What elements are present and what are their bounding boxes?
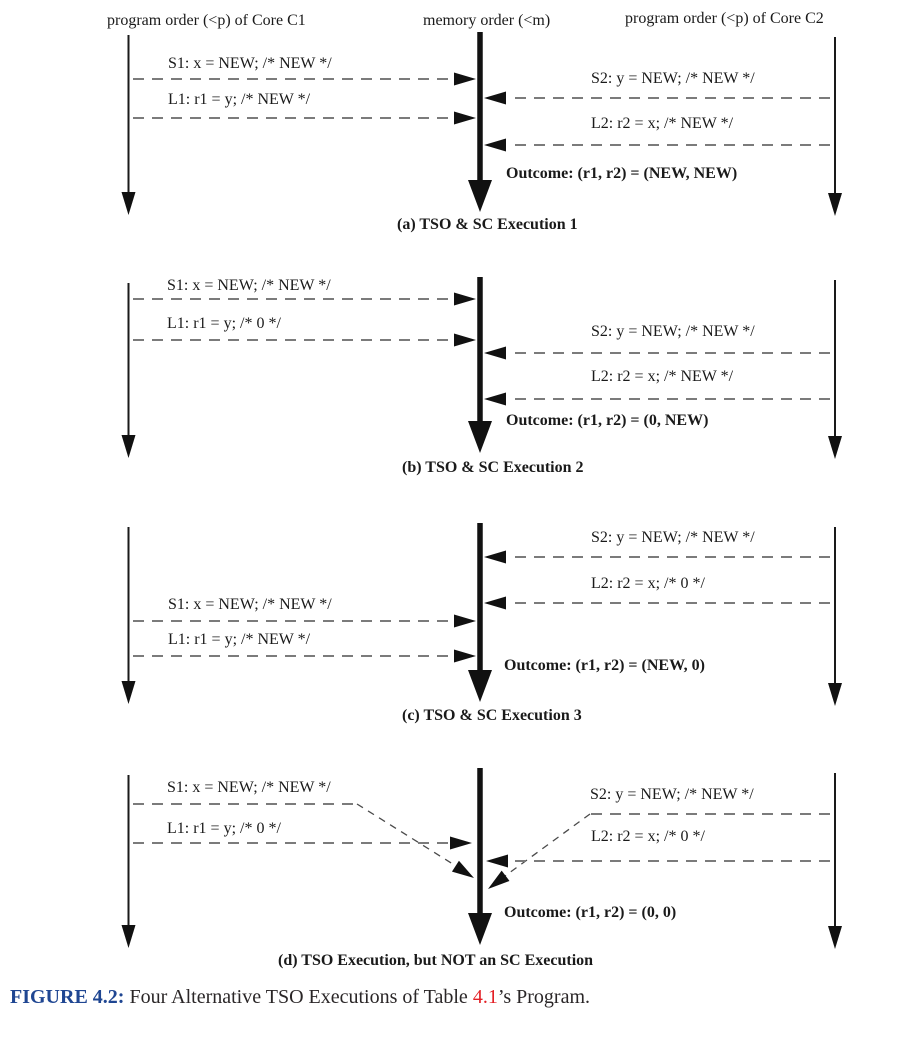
panel-c-program-order-arrow-c2 xyxy=(828,527,842,706)
panel-d-outcome: Outcome: (r1, r2) = (0, 0) xyxy=(504,904,677,921)
panel-d-op-label-s1: S1: x = NEW; /* NEW */ xyxy=(167,779,331,796)
panel-d-program-order-arrow-c1 xyxy=(121,775,136,948)
panel-d-l1-arrow xyxy=(133,836,472,850)
l1-arrowhead-icon xyxy=(454,333,476,347)
panel-d-program-order-arrow-c2 xyxy=(828,773,842,949)
s2-arrowhead-icon xyxy=(488,870,510,889)
panel-b-op-label-l2: L2: r2 = x; /* NEW */ xyxy=(591,368,734,385)
panel-c-op-label-s2: S2: y = NEW; /* NEW */ xyxy=(591,529,755,546)
s2-dash-diagonal xyxy=(504,813,591,877)
panel-c-outcome: Outcome: (r1, r2) = (NEW, 0) xyxy=(504,657,705,674)
memory-timeline-arrowhead-icon xyxy=(468,670,492,702)
l1-arrowhead-icon xyxy=(450,836,472,850)
s1-arrowhead-icon xyxy=(454,72,476,86)
l2-arrowhead-icon xyxy=(484,138,506,152)
panel-c-memory-order-arrow xyxy=(468,523,492,702)
panel-b-program-order-arrow-c2 xyxy=(828,280,842,459)
panel-c-op-label-s1: S1: x = NEW; /* NEW */ xyxy=(168,596,332,613)
s1-arrowhead-icon xyxy=(454,292,476,306)
panel-a-op-label-l2: L2: r2 = x; /* NEW */ xyxy=(591,115,734,132)
s2-arrowhead-icon xyxy=(484,346,506,360)
panel-c-op-label-l1: L1: r1 = y; /* NEW */ xyxy=(168,631,311,648)
panel-a-s2-arrow xyxy=(484,91,830,105)
l2-arrowhead-icon xyxy=(486,854,508,868)
panel-b-s2-arrow xyxy=(484,346,830,360)
panel-d-memory-order-arrow xyxy=(468,768,492,945)
panel-b-program-order-arrow-c1 xyxy=(121,283,136,458)
panel-a-op-label-l1: L1: r1 = y; /* NEW */ xyxy=(168,91,311,108)
panel-d-op-label-l2: L2: r2 = x; /* 0 */ xyxy=(591,828,705,845)
panel-c-program-order-arrow-c1 xyxy=(121,527,136,704)
c2-timeline-arrowhead-icon xyxy=(828,926,842,949)
l1-arrowhead-icon xyxy=(454,649,476,663)
c1-timeline-arrowhead-icon xyxy=(121,925,136,948)
panel-b-outcome: Outcome: (r1, r2) = (0, NEW) xyxy=(506,412,709,429)
panel-d-l2-arrow xyxy=(486,854,830,868)
panel-b-op-label-s2: S2: y = NEW; /* NEW */ xyxy=(591,323,755,340)
panel-c-l2-arrow xyxy=(484,596,830,610)
c1-timeline-arrowhead-icon xyxy=(121,435,136,458)
l2-arrowhead-icon xyxy=(484,596,506,610)
s2-arrowhead-icon xyxy=(484,550,506,564)
header-program-order-c1: program order (<p) of Core C1 xyxy=(107,12,306,29)
panel-a-op-label-s2: S2: y = NEW; /* NEW */ xyxy=(591,70,755,87)
panel-a-s1-arrow xyxy=(133,72,476,86)
c1-timeline-arrowhead-icon xyxy=(121,681,136,704)
panel-c-s1-arrow xyxy=(133,614,476,628)
panel-a-op-label-s1: S1: x = NEW; /* NEW */ xyxy=(168,55,332,72)
panel-b-l2-arrow xyxy=(484,392,830,406)
panel-b-op-label-s1: S1: x = NEW; /* NEW */ xyxy=(167,277,331,294)
c2-timeline-arrowhead-icon xyxy=(828,193,842,216)
s1-arrowhead-icon xyxy=(451,860,474,878)
c2-timeline-arrowhead-icon xyxy=(828,683,842,706)
memory-timeline-arrowhead-icon xyxy=(468,913,492,945)
s1-dash-diagonal xyxy=(356,803,457,867)
panel-d-s2-arrow-bent xyxy=(488,813,830,889)
header-program-order-c2: program order (<p) of Core C2 xyxy=(625,10,824,27)
panel-a-program-order-arrow-c2 xyxy=(828,37,842,216)
panel-c-op-label-l2: L2: r2 = x; /* 0 */ xyxy=(591,575,705,592)
panel-a-caption: (a) TSO & SC Execution 1 xyxy=(397,216,578,233)
figure-caption-label: FIGURE 4.2: xyxy=(10,986,125,1008)
s1-arrowhead-icon xyxy=(454,614,476,628)
panel-b-caption: (b) TSO & SC Execution 2 xyxy=(402,459,584,476)
figure-caption: FIGURE 4.2: Four Alternative TSO Executi… xyxy=(10,986,590,1009)
l2-arrowhead-icon xyxy=(484,392,506,406)
panel-d-caption: (d) TSO Execution, but NOT an SC Executi… xyxy=(278,952,594,969)
panel-b-l1-arrow xyxy=(133,333,476,347)
panel-c-s2-arrow xyxy=(484,550,830,564)
c2-timeline-arrowhead-icon xyxy=(828,436,842,459)
panel-a-outcome: Outcome: (r1, r2) = (NEW, NEW) xyxy=(506,165,738,182)
panel-c-l1-arrow xyxy=(133,649,476,663)
figure-caption-text-after: ’s Program. xyxy=(497,986,591,1008)
panel-b-s1-arrow xyxy=(133,292,476,306)
s2-arrowhead-icon xyxy=(484,91,506,105)
panel-a-program-order-arrow-c1 xyxy=(121,35,136,215)
memory-timeline-arrowhead-icon xyxy=(468,421,492,453)
c1-timeline-arrowhead-icon xyxy=(121,192,136,215)
figure-caption-text-before: Four Alternative TSO Executions of Table xyxy=(124,986,473,1008)
panel-d-op-label-l1: L1: r1 = y; /* 0 */ xyxy=(167,820,281,837)
figure-caption-table-ref[interactable]: 4.1 xyxy=(472,986,498,1008)
panel-a-l1-arrow xyxy=(133,111,476,125)
l1-arrowhead-icon xyxy=(454,111,476,125)
memory-timeline-arrowhead-icon xyxy=(468,180,492,212)
panel-d-op-label-s2: S2: y = NEW; /* NEW */ xyxy=(590,786,754,803)
panel-a-memory-order-arrow xyxy=(468,32,492,212)
panel-d-s1-arrow-bent xyxy=(133,803,474,878)
panel-b-op-label-l1: L1: r1 = y; /* 0 */ xyxy=(167,315,281,332)
panel-b-memory-order-arrow xyxy=(468,277,492,453)
panel-c-caption: (c) TSO & SC Execution 3 xyxy=(402,707,582,724)
header-memory-order: memory order (<m) xyxy=(423,12,551,29)
panel-a-l2-arrow xyxy=(484,138,830,152)
